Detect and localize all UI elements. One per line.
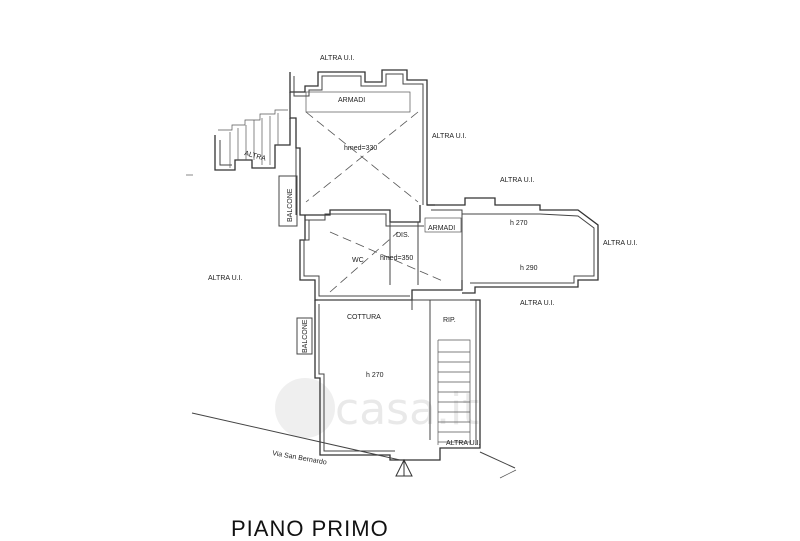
label-wc: WC xyxy=(352,257,364,264)
watermark-text: casa.it xyxy=(335,384,480,435)
label-cottura: COTTURA xyxy=(347,314,381,321)
watermark-logo-icon xyxy=(275,378,335,438)
bedroom-diagonals xyxy=(305,111,419,203)
internal-staircase xyxy=(437,339,471,445)
label-altra-top: ALTRA U.I. xyxy=(320,55,355,62)
street-lines xyxy=(191,412,517,479)
left-staircase xyxy=(186,109,291,176)
label-dis: DIS. xyxy=(396,232,410,239)
label-rip: RIP. xyxy=(443,317,456,324)
label-h-room2b: h 290 xyxy=(520,265,538,272)
label-armadi-top: ARMADI xyxy=(338,97,365,104)
label-h-room1: hmed=330 xyxy=(344,145,377,152)
wc-diagonals xyxy=(329,231,446,293)
label-h-wc: hmed=350 xyxy=(380,255,413,262)
label-h-room2a: h 270 xyxy=(510,220,528,227)
entrance-arrow-icon xyxy=(395,458,413,477)
walls-east-room xyxy=(424,197,599,294)
label-balcone-upper: BALCONE xyxy=(287,188,294,222)
label-armadi-east: ARMADI xyxy=(428,225,455,232)
label-balcone-lower: BALCONE xyxy=(302,319,309,353)
plan-title: PIANO PRIMO xyxy=(231,516,389,541)
label-altra-stair: ALTRA xyxy=(243,150,266,163)
closet-east xyxy=(424,217,462,233)
walls-kitchen xyxy=(314,299,481,461)
closet-top xyxy=(305,91,411,113)
balcony-upper xyxy=(278,175,298,227)
label-altra-right-4: ALTRA U.I. xyxy=(520,300,555,307)
walls-middle-block xyxy=(299,215,463,301)
label-altra-right-3: ALTRA U.I. xyxy=(603,240,638,247)
balcony-lower xyxy=(296,317,313,355)
label-altra-right-1: ALTRA U.I. xyxy=(432,133,467,140)
label-street: Via San Bernardo xyxy=(272,450,328,466)
watermark: casa.it xyxy=(275,378,480,438)
label-altra-left: ALTRA U.I. xyxy=(208,275,243,282)
label-altra-bottom: ALTRA U.I. xyxy=(446,440,481,447)
label-h-kitchen: h 270 xyxy=(366,372,384,379)
label-altra-right-2: ALTRA U.I. xyxy=(500,177,535,184)
